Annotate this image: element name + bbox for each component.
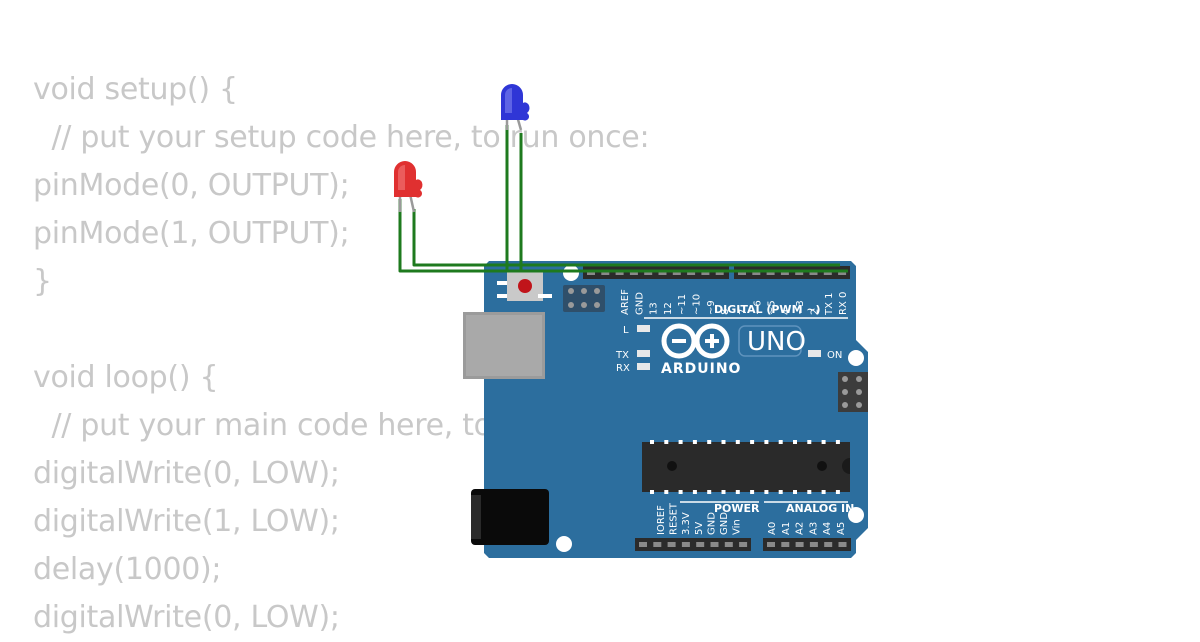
header-pin[interactable] — [710, 542, 719, 547]
icsp2-header — [838, 372, 868, 412]
analog-pin-label: A3 — [808, 522, 819, 535]
digital-pin-label: ~6 — [752, 300, 763, 315]
analog-pin-label: A0 — [767, 522, 778, 535]
arduino-logo-icon — [661, 323, 730, 359]
digital-pin-label: 2 — [810, 309, 821, 315]
digital-label: DIGITAL (PWM ~) — [714, 303, 821, 316]
digital-pin-label: ~10 — [692, 294, 703, 315]
code-line: digitalWrite(0, LOW); — [33, 456, 340, 491]
digital-pin-label: 7 — [738, 309, 749, 315]
power-pin-label: 5V — [694, 522, 705, 535]
led-l-label: L — [623, 325, 629, 336]
digital-pin-label: 8 — [720, 309, 731, 315]
icsp-header — [563, 285, 605, 312]
analog-pin-label: A1 — [781, 522, 792, 535]
digital-pin-label: RX 0 — [838, 292, 849, 315]
power-pin-label: GND — [719, 512, 730, 535]
usb-port — [463, 312, 545, 379]
analog-pin-label: A5 — [836, 522, 847, 535]
wire-red-cathode[interactable] — [412, 209, 840, 267]
brand-label: ARDUINO — [661, 361, 741, 377]
reset-button[interactable] — [507, 271, 543, 301]
power-header[interactable] — [635, 538, 751, 551]
header-pin[interactable] — [767, 542, 775, 547]
header-pin[interactable] — [795, 542, 804, 547]
digital-pin-label: 4 — [781, 309, 792, 315]
header-pin[interactable] — [809, 542, 818, 547]
wire-red-anode[interactable] — [398, 199, 848, 273]
led-rx-label: RX — [616, 363, 630, 374]
led-on — [808, 350, 821, 357]
red-led[interactable] — [394, 161, 423, 213]
analog-pin-label: A2 — [795, 522, 806, 535]
power-pin-label: Vin — [732, 519, 743, 535]
silkscreen-mark — [497, 294, 507, 298]
analog-pin-label: A4 — [822, 522, 833, 535]
header-pin[interactable] — [781, 542, 790, 547]
mounting-hole — [848, 350, 864, 366]
header-pin[interactable] — [681, 542, 690, 547]
digital-pin-label: 13 — [649, 302, 660, 315]
wires — [398, 125, 848, 273]
digital-pin-label: 12 — [663, 302, 674, 315]
led-on-label: ON — [827, 350, 842, 361]
mounting-hole — [563, 265, 579, 281]
header-pin[interactable] — [838, 542, 847, 547]
power-pin-label: 3.3V — [681, 512, 692, 535]
code-line: // put your setup code here, to run once… — [33, 120, 650, 155]
header-pin[interactable] — [639, 542, 647, 547]
led-tx-label: TX — [615, 350, 629, 361]
header-pin[interactable] — [739, 542, 748, 547]
code-line: delay(1000); — [33, 552, 222, 587]
header-pin[interactable] — [824, 542, 833, 547]
power-pin-label: RESET — [669, 502, 680, 535]
digital-pin-label: ~9 — [706, 300, 717, 315]
power-jack — [471, 489, 549, 545]
digital-pin-label: ~5 — [767, 300, 778, 315]
code-line: digitalWrite(1, LOW); — [33, 504, 340, 539]
led-tx — [637, 350, 650, 357]
header-pin[interactable] — [724, 542, 733, 547]
silkscreen-mark — [497, 281, 507, 285]
header-pin[interactable] — [696, 542, 705, 547]
silkscreen-mark — [538, 294, 552, 298]
code-line: } — [33, 264, 52, 299]
code-line: void setup() { — [33, 72, 238, 107]
digital-pin-label: AREF — [620, 289, 631, 315]
digital-pin-label: GND — [634, 292, 645, 315]
model-badge — [738, 325, 802, 357]
microcontroller-chip — [642, 440, 850, 494]
digital-pin-label: TX 1 — [824, 293, 835, 317]
code-line: pinMode(1, OUTPUT); — [33, 216, 350, 251]
code-line: void loop() { — [33, 360, 219, 395]
header-pin[interactable] — [653, 542, 662, 547]
digital-pin-label: ~11 — [677, 294, 688, 315]
led-l — [637, 325, 650, 332]
model-label: UNO — [747, 327, 806, 357]
power-label: POWER — [714, 502, 760, 515]
mounting-hole — [556, 536, 572, 552]
analog-header[interactable] — [763, 538, 851, 551]
mounting-hole — [848, 507, 864, 523]
led-rx — [637, 363, 650, 370]
power-pin-label: GND — [706, 512, 717, 535]
blue-led[interactable] — [501, 84, 530, 131]
code-line: digitalWrite(0, LOW); — [33, 600, 340, 635]
code-line: pinMode(0, OUTPUT); — [33, 168, 350, 203]
power-pin-label: IOREF — [656, 505, 667, 535]
analog-label: ANALOG IN — [786, 502, 854, 515]
digital-pin-label: ~3 — [795, 300, 806, 315]
header-pin[interactable] — [667, 542, 676, 547]
